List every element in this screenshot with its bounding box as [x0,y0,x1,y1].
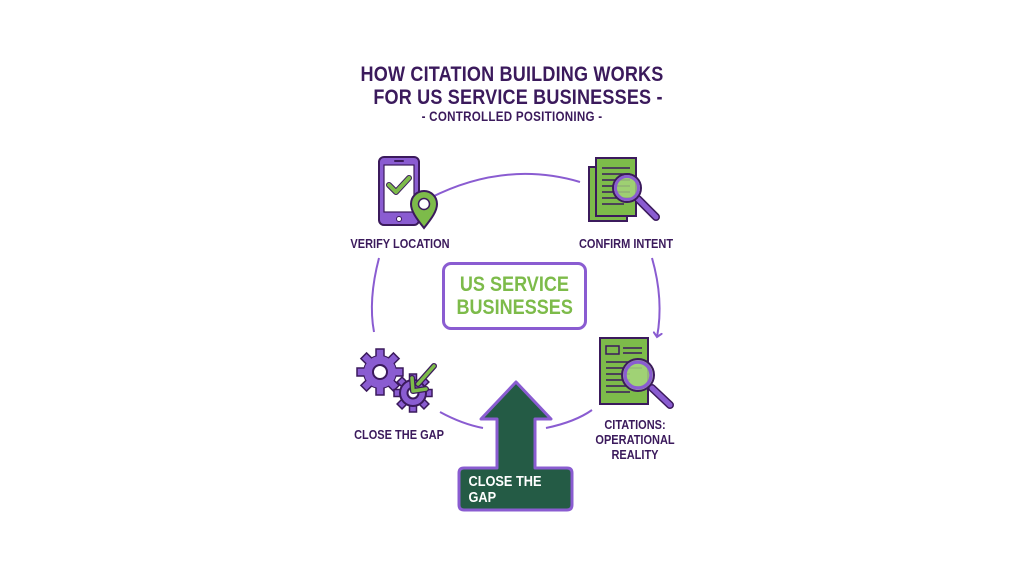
connector-bottom-left [439,411,484,429]
citations-line-2: OPERATIONAL [595,433,675,447]
connector-top [429,172,581,199]
close-the-gap-cta-label: CLOSE THE GAP [468,474,542,506]
center-line-2: BUSINESSES [456,296,573,319]
title-line-2: FOR US SERVICE BUSINESSES - [373,86,663,109]
connector-left [370,257,380,333]
connector-right [651,257,663,339]
step-label-close-the-gap: CLOSE THE GAP [354,428,444,442]
citations-line-3: REALITY [611,448,659,462]
step-label-verify-location: VERIFY LOCATION [350,237,450,251]
center-box: US SERVICE BUSINESSES [442,262,587,330]
subtitle: - CONTROLLED POSITIONING - [421,109,603,124]
citations-line-1: CITATIONS: [604,418,666,432]
connector-bottom-right [545,409,593,429]
up-arrow-icon [457,380,574,512]
gears-arrow-icon [356,348,437,413]
center-line-1: US SERVICE [459,273,570,296]
phone-location-check-icon [378,156,439,230]
step-label-confirm-intent: CONFIRM INTENT [578,237,674,251]
title-line-1: HOW CITATION BUILDING WORKS [360,63,664,86]
document-magnifier-icon [599,337,674,409]
step-label-citations: CITATIONS: OPERATIONAL REALITY [595,418,674,463]
documents-magnifier-icon [588,157,660,222]
